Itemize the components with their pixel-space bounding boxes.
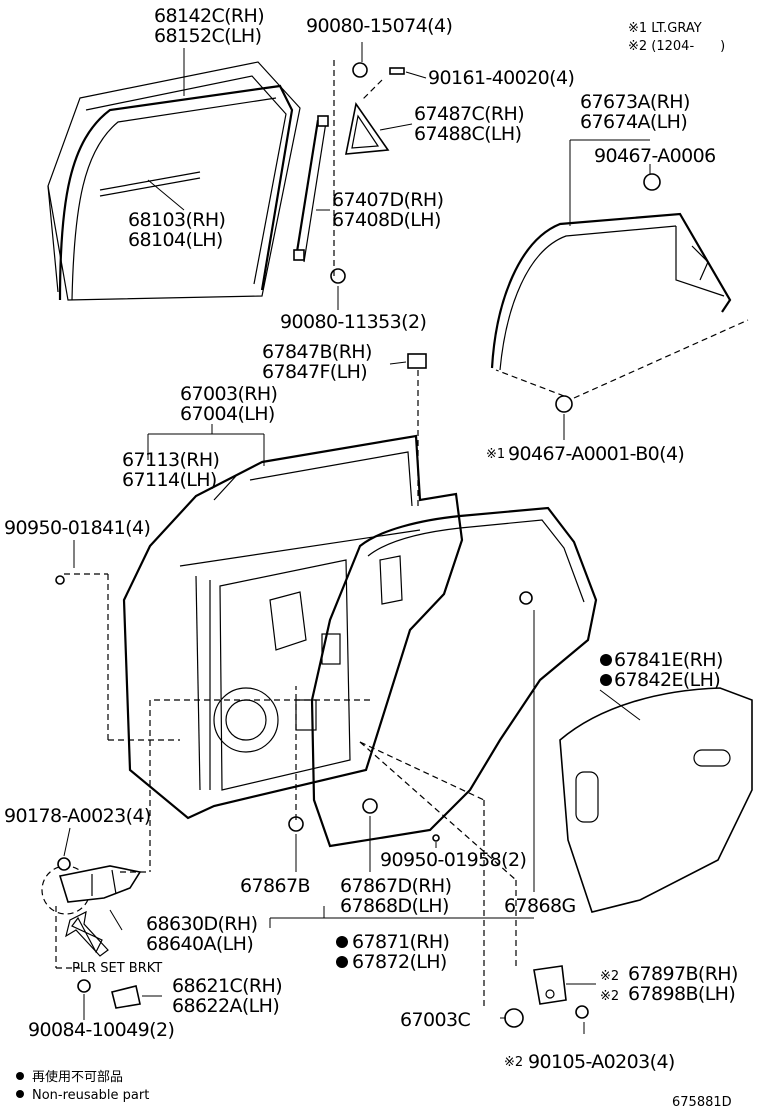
callout-c17-line-1: 90950-01958(2): [380, 849, 526, 871]
callout-c7-line-1: 90080-11353(2): [280, 311, 426, 333]
nonreusable-marker-3: [336, 936, 348, 948]
callout-c24-line-2: 68622A(LH): [172, 995, 279, 1017]
callout-c27-line-1: 67003C: [400, 1009, 470, 1031]
part-callouts: 68142C(RH)68152C(LH) 90080-15074(4) 90161-…: [4, 5, 738, 1073]
figure-id: 675881D: [672, 1095, 732, 1110]
fasteners: [55, 62, 661, 1028]
leader-lines: [55, 42, 749, 1034]
callout-c11-line-2: 67847F(LH): [262, 361, 367, 383]
callout-c20-line-1: 67868G: [504, 895, 576, 917]
door-checker-drawing: [41, 865, 142, 954]
callout-c13-line-2: 67114(LH): [122, 469, 217, 491]
callout-c1-line-1: 68142C(RH): [154, 5, 264, 27]
division-bar-drawing: [293, 115, 329, 263]
nonreusable-jp: 再使用不可部品: [32, 1069, 123, 1085]
callout-c4-line-1: 67487C(RH): [414, 103, 524, 125]
callout-c13-line-1: 67113(RH): [122, 449, 219, 471]
callout-c23-line-1: PLR SET BRKT: [72, 961, 162, 976]
callout-c25-line-1: 67897B(RH): [628, 963, 738, 985]
callout-c26-line-1: 90084-10049(2): [28, 1019, 174, 1041]
legend-note-2: ※2 (1204- ): [628, 39, 725, 54]
trim-panel-drawing: [559, 687, 753, 913]
hinge-cover-drawing: [111, 985, 141, 1009]
door-seal-drawing: [310, 506, 598, 848]
callout-c19-line-1: 67867D(RH): [340, 875, 451, 897]
callout-c10-line-1: 90467-A0001-B0(4): [508, 443, 684, 465]
lower-bracket-drawing: [533, 965, 567, 1005]
callout-c1-line-2: 68152C(LH): [154, 25, 261, 47]
callout-c8-line-2: 67674A(LH): [580, 111, 687, 133]
legend: ※1 LT.GRAY ※2 (1204- ) 再使用不可部品 Non-reusa…: [16, 21, 732, 1110]
nonreusable-marker-2: [600, 674, 612, 686]
callout-c16-line-1: 90178-A0023(4): [4, 805, 151, 827]
callout-c24-line-1: 68621C(RH): [172, 975, 282, 997]
callout-c3-line-1: 90161-40020(4): [428, 67, 574, 89]
callout-c15-line-1: 67841E(RH): [614, 649, 723, 671]
direction-arrow: [65, 910, 109, 957]
nonreusable-bullet-en: [16, 1090, 24, 1098]
nonreusable-marker-1: [600, 654, 612, 666]
callout-c6-line-1: 67407D(RH): [332, 189, 443, 211]
callout-c5-line-2: 68104(LH): [128, 229, 223, 251]
callout-c19-line-2: 67868D(LH): [340, 895, 449, 917]
callout-c28-mark: ※2: [504, 1055, 523, 1070]
nonreusable-marker-4: [336, 956, 348, 968]
callout-c21-line-2: 68640A(LH): [146, 933, 253, 955]
glass-run-drawing: [58, 84, 294, 301]
door-panel-drawing: [122, 434, 464, 820]
callout-c5-line-1: 68103(RH): [128, 209, 225, 231]
callout-c12-line-2: 67004(LH): [180, 403, 275, 425]
callout-c9-line-1: 90467-A0006: [594, 145, 716, 167]
callout-c22-line-2: 67872(LH): [352, 951, 447, 973]
callout-c4-line-2: 67488C(LH): [414, 123, 521, 145]
callout-c25-line-2: 67898B(LH): [628, 983, 735, 1005]
corner-cover-drawing: [345, 102, 390, 155]
callout-c6-line-2: 67408D(LH): [332, 209, 441, 231]
callout-c21-line-1: 68630D(RH): [146, 913, 257, 935]
callout-c12-line-1: 67003(RH): [180, 383, 277, 405]
door-glass-drawing: [47, 61, 301, 301]
callout-c10-mark: ※1: [486, 447, 505, 462]
callout-c11-line-1: 67847B(RH): [262, 341, 372, 363]
callout-c22-line-1: 67871(RH): [352, 931, 449, 953]
callout-c25-mark-1: ※2: [600, 969, 619, 984]
callout-c8-line-1: 67673A(RH): [580, 91, 690, 113]
callout-c14-line-1: 90950-01841(4): [4, 517, 150, 539]
callout-c18-line-1: 67867B: [240, 875, 310, 897]
callout-c28-line-1: 90105-A0203(4): [528, 1051, 675, 1073]
door-weatherstrip-drawing: [490, 212, 732, 371]
nonreusable-bullet: [16, 1072, 24, 1080]
nonreusable-en: Non-reusable part: [32, 1088, 149, 1103]
legend-note-1: ※1 LT.GRAY: [628, 21, 702, 36]
callout-c25-mark-2: ※2: [600, 989, 619, 1004]
callout-c2-line-1: 90080-15074(4): [306, 15, 452, 37]
callout-c15-line-2: 67842E(LH): [614, 669, 720, 691]
